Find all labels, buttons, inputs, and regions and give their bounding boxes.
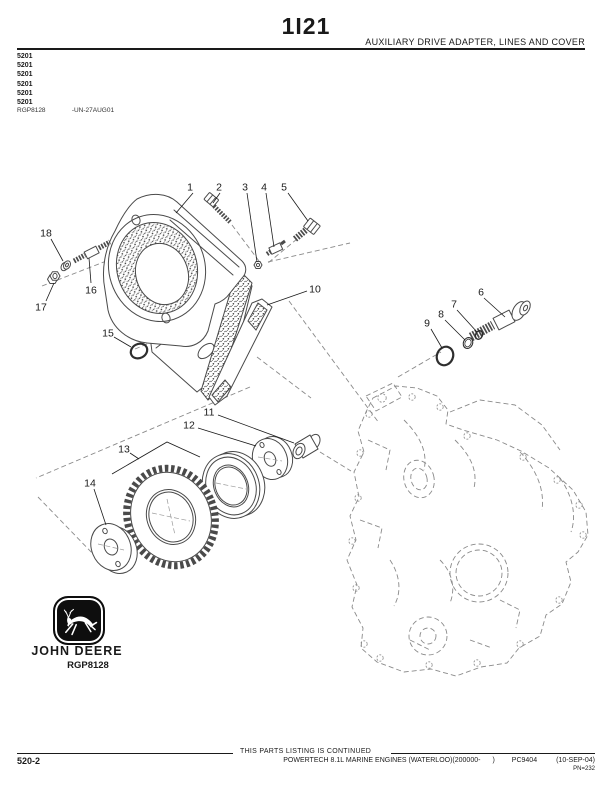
footer-rule-left — [17, 753, 233, 754]
ref-item: 5201 — [17, 62, 33, 70]
part-11-bushing — [292, 433, 321, 460]
part-15-o-ring — [129, 342, 149, 360]
part-17-nut — [47, 271, 61, 284]
part-2-cap-screw — [203, 192, 232, 224]
brand-name: JOHN DEERE — [31, 644, 123, 658]
callout-leader-5 — [287, 192, 309, 222]
part-12-plate — [251, 436, 294, 480]
part-8-o-ring — [462, 337, 474, 349]
part-1-adapter — [102, 194, 253, 401]
section-title: AUXILIARY DRIVE ADAPTER, LINES AND COVER — [365, 37, 585, 47]
callout-11: 11 — [204, 407, 215, 419]
figure-code: RGP8128 — [67, 660, 109, 671]
callout-13-bracket — [111, 441, 201, 475]
callout-10: 10 — [309, 284, 321, 296]
callout-leader-14 — [93, 488, 107, 526]
figure-ref: RGP8128 — [17, 107, 46, 114]
john-deere-logo — [53, 596, 105, 645]
callout-9: 9 — [424, 318, 430, 330]
catalog-date: (10-SEP-04) — [556, 757, 595, 764]
callout-8: 8 — [438, 309, 444, 321]
catalog-close-paren: ) — [492, 757, 495, 764]
callout-5: 5 — [281, 182, 287, 194]
footer-page-number: 520-2 — [17, 756, 41, 766]
callout-leader-7 — [456, 309, 478, 333]
ref-item: 5201 — [17, 71, 33, 79]
callout-leader-16 — [88, 257, 92, 284]
figure-date: -UN-27AUG01 — [71, 107, 115, 114]
callout-leader-1 — [175, 192, 194, 214]
ref-item: 5201 — [17, 80, 33, 88]
header-rule — [17, 48, 585, 50]
callout-leader-15 — [113, 336, 132, 348]
continued-note: THIS PARTS LISTING IS CONTINUED — [240, 748, 372, 755]
construction-lines — [35, 224, 442, 558]
callout-7: 7 — [451, 299, 457, 311]
part-18-washer — [60, 260, 72, 272]
callout-leader-17 — [45, 282, 55, 302]
ref-item: 5201 — [17, 89, 33, 97]
catalog-engines: POWERTECH 8.1L MARINE ENGINES (WATERLOO)… — [283, 757, 481, 764]
footer-rule-right — [391, 753, 595, 754]
callout-12: 12 — [183, 420, 195, 432]
callout-leader-6 — [483, 297, 506, 318]
callout-4: 4 — [261, 182, 267, 194]
callout-leader-3 — [246, 192, 258, 263]
callout-18: 18 — [40, 228, 52, 240]
part-3-nut — [253, 261, 263, 269]
housing-bolt-holes — [348, 393, 587, 669]
callout-3: 3 — [242, 182, 248, 194]
callout-13: 13 — [118, 444, 130, 456]
part-13-bearing-hub — [201, 451, 266, 519]
callout-15: 15 — [102, 328, 114, 340]
engine-front-housing-phantom — [346, 382, 589, 677]
leaping-deer-icon — [63, 608, 98, 636]
callout-leader-9 — [430, 328, 443, 349]
ref-item: 5201 — [17, 99, 33, 107]
callout-2: 2 — [216, 182, 222, 194]
part-13-gear — [123, 464, 219, 570]
part-16-stud — [72, 239, 112, 264]
part-5-cap-screw — [292, 217, 321, 242]
part-6-connector-fitting — [468, 300, 531, 341]
footer-pn: PN=232 — [573, 766, 595, 772]
part-4-fitting — [265, 239, 286, 256]
callout-leader-13 — [129, 452, 140, 460]
callout-1: 1 — [187, 182, 193, 194]
callout-leader-12 — [197, 427, 257, 447]
callout-17: 17 — [35, 302, 47, 314]
ref-item: 5201 — [17, 53, 33, 60]
part-10-cover-strip — [208, 298, 273, 406]
callout-leader-10 — [266, 290, 308, 306]
page-code: 1I21 — [281, 13, 331, 39]
callout-leader-18 — [50, 238, 64, 262]
callout-16: 16 — [85, 285, 97, 297]
part-7-o-ring — [474, 330, 484, 340]
callout-leader-4 — [265, 192, 275, 248]
part-9-o-ring — [435, 345, 455, 367]
figure-ref-line: RGP8128 -UN-27AUG01 — [17, 107, 114, 114]
callout-6: 6 — [478, 287, 484, 299]
callout-leader-2 — [212, 192, 221, 204]
footer-catalog-line: POWERTECH 8.1L MARINE ENGINES (WATERLOO)… — [283, 757, 595, 764]
callout-leader-11 — [217, 414, 295, 444]
callout-leader-8 — [444, 319, 466, 341]
part-14-plate — [90, 523, 138, 574]
catalog-code: PC9404 — [511, 757, 538, 764]
callout-14: 14 — [84, 478, 96, 490]
